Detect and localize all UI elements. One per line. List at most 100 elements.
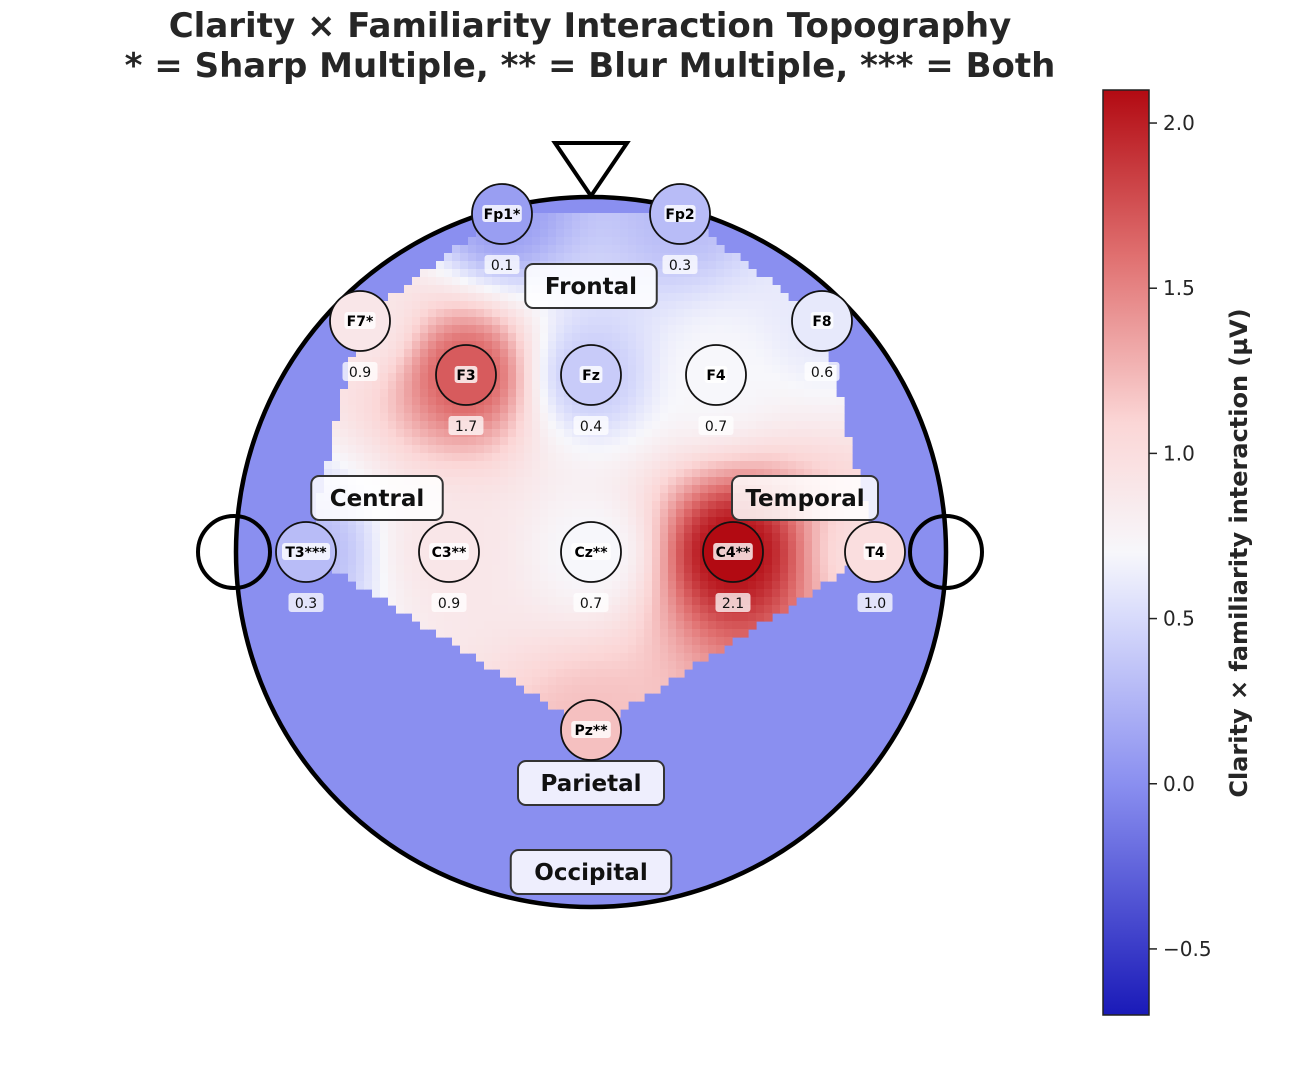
heatmap-cell bbox=[420, 525, 429, 534]
electrode-f8: F80.6 bbox=[791, 290, 853, 381]
heatmap-cell bbox=[412, 405, 421, 414]
heatmap-cell bbox=[452, 261, 461, 270]
electrode-f4: F40.7 bbox=[685, 344, 747, 435]
heatmap-cell bbox=[692, 333, 701, 342]
heatmap-cell bbox=[388, 581, 397, 590]
heatmap-cell bbox=[492, 485, 501, 494]
heatmap-cell bbox=[500, 333, 509, 342]
heatmap-cell bbox=[692, 517, 701, 526]
heatmap-cell bbox=[588, 229, 597, 238]
heatmap-cell bbox=[668, 453, 677, 462]
heatmap-cell bbox=[676, 293, 685, 302]
heatmap-cell bbox=[348, 557, 357, 566]
heatmap-cell bbox=[524, 685, 533, 694]
heatmap-cell bbox=[604, 445, 613, 454]
heatmap-cell bbox=[388, 421, 397, 430]
heatmap-cell bbox=[708, 405, 717, 414]
heatmap-cell bbox=[836, 549, 845, 558]
heatmap-cell bbox=[620, 469, 629, 478]
heatmap-cell bbox=[340, 541, 349, 550]
heatmap-cell bbox=[388, 293, 397, 302]
heatmap-cell bbox=[652, 261, 661, 270]
heatmap-cell bbox=[692, 437, 701, 446]
heatmap-cell bbox=[796, 565, 805, 574]
heatmap-cell bbox=[428, 453, 437, 462]
heatmap-cell bbox=[420, 461, 429, 470]
heatmap-cell bbox=[500, 597, 509, 606]
heatmap-cell bbox=[700, 285, 709, 294]
heatmap-cell bbox=[516, 421, 525, 430]
heatmap-cell bbox=[692, 293, 701, 302]
heatmap-cell bbox=[532, 381, 541, 390]
heatmap-cell bbox=[636, 405, 645, 414]
heatmap-cell bbox=[700, 277, 709, 286]
heatmap-cell bbox=[620, 637, 629, 646]
heatmap-cell bbox=[380, 405, 389, 414]
heatmap-cell bbox=[500, 325, 509, 334]
heatmap-cell bbox=[756, 589, 765, 598]
heatmap-cell bbox=[540, 549, 549, 558]
heatmap-cell bbox=[708, 261, 717, 270]
heatmap-cell bbox=[508, 573, 517, 582]
heatmap-cell bbox=[404, 349, 413, 358]
heatmap-cell bbox=[716, 285, 725, 294]
heatmap-cell bbox=[556, 509, 565, 518]
heatmap-cell bbox=[388, 549, 397, 558]
heatmap-cell bbox=[364, 429, 373, 438]
electrode-name: C3** bbox=[432, 545, 467, 561]
heatmap-cell bbox=[716, 501, 725, 510]
heatmap-cell bbox=[780, 565, 789, 574]
heatmap-cell bbox=[668, 437, 677, 446]
heatmap-cell bbox=[676, 597, 685, 606]
heatmap-cell bbox=[756, 413, 765, 422]
heatmap-cell bbox=[484, 549, 493, 558]
heatmap-cell bbox=[388, 325, 397, 334]
heatmap-cell bbox=[572, 653, 581, 662]
heatmap-cell bbox=[628, 213, 637, 222]
heatmap-cell bbox=[668, 373, 677, 382]
heatmap-cell bbox=[652, 677, 661, 686]
heatmap-cell bbox=[396, 605, 405, 614]
heatmap-cell bbox=[700, 637, 709, 646]
heatmap-cell bbox=[652, 333, 661, 342]
heatmap-cell bbox=[700, 453, 709, 462]
heatmap-cell bbox=[612, 653, 621, 662]
heatmap-cell bbox=[604, 661, 613, 670]
heatmap-cell bbox=[412, 341, 421, 350]
heatmap-cell bbox=[684, 533, 693, 542]
heatmap-cell bbox=[364, 517, 373, 526]
heatmap-cell bbox=[420, 365, 429, 374]
heatmap-cell bbox=[548, 613, 557, 622]
heatmap-cell bbox=[676, 381, 685, 390]
heatmap-cell bbox=[460, 253, 469, 262]
heatmap-cell bbox=[508, 381, 517, 390]
heatmap-cell bbox=[692, 421, 701, 430]
heatmap-cell bbox=[828, 517, 837, 526]
heatmap-cell bbox=[516, 493, 525, 502]
heatmap-cell bbox=[516, 413, 525, 422]
heatmap-cell bbox=[540, 693, 549, 702]
heatmap-cell bbox=[748, 357, 757, 366]
heatmap-cell bbox=[516, 669, 525, 678]
heatmap-cell bbox=[476, 517, 485, 526]
heatmap-cell bbox=[780, 333, 789, 342]
heatmap-cell bbox=[388, 341, 397, 350]
heatmap-cell bbox=[556, 437, 565, 446]
heatmap-cell bbox=[796, 581, 805, 590]
heatmap-cell bbox=[444, 309, 453, 318]
heatmap-cell bbox=[692, 429, 701, 438]
heatmap-cell bbox=[652, 573, 661, 582]
heatmap-cell bbox=[500, 605, 509, 614]
heatmap-cell bbox=[404, 517, 413, 526]
heatmap-cell bbox=[612, 677, 621, 686]
heatmap-cell bbox=[572, 309, 581, 318]
heatmap-cell bbox=[612, 629, 621, 638]
heatmap-cell bbox=[524, 661, 533, 670]
heatmap-cell bbox=[532, 557, 541, 566]
heatmap-cell bbox=[708, 477, 717, 486]
heatmap-cell bbox=[620, 325, 629, 334]
heatmap-cell bbox=[524, 437, 533, 446]
heatmap-cell bbox=[684, 653, 693, 662]
heatmap-cell bbox=[452, 245, 461, 254]
heatmap-cell bbox=[772, 573, 781, 582]
